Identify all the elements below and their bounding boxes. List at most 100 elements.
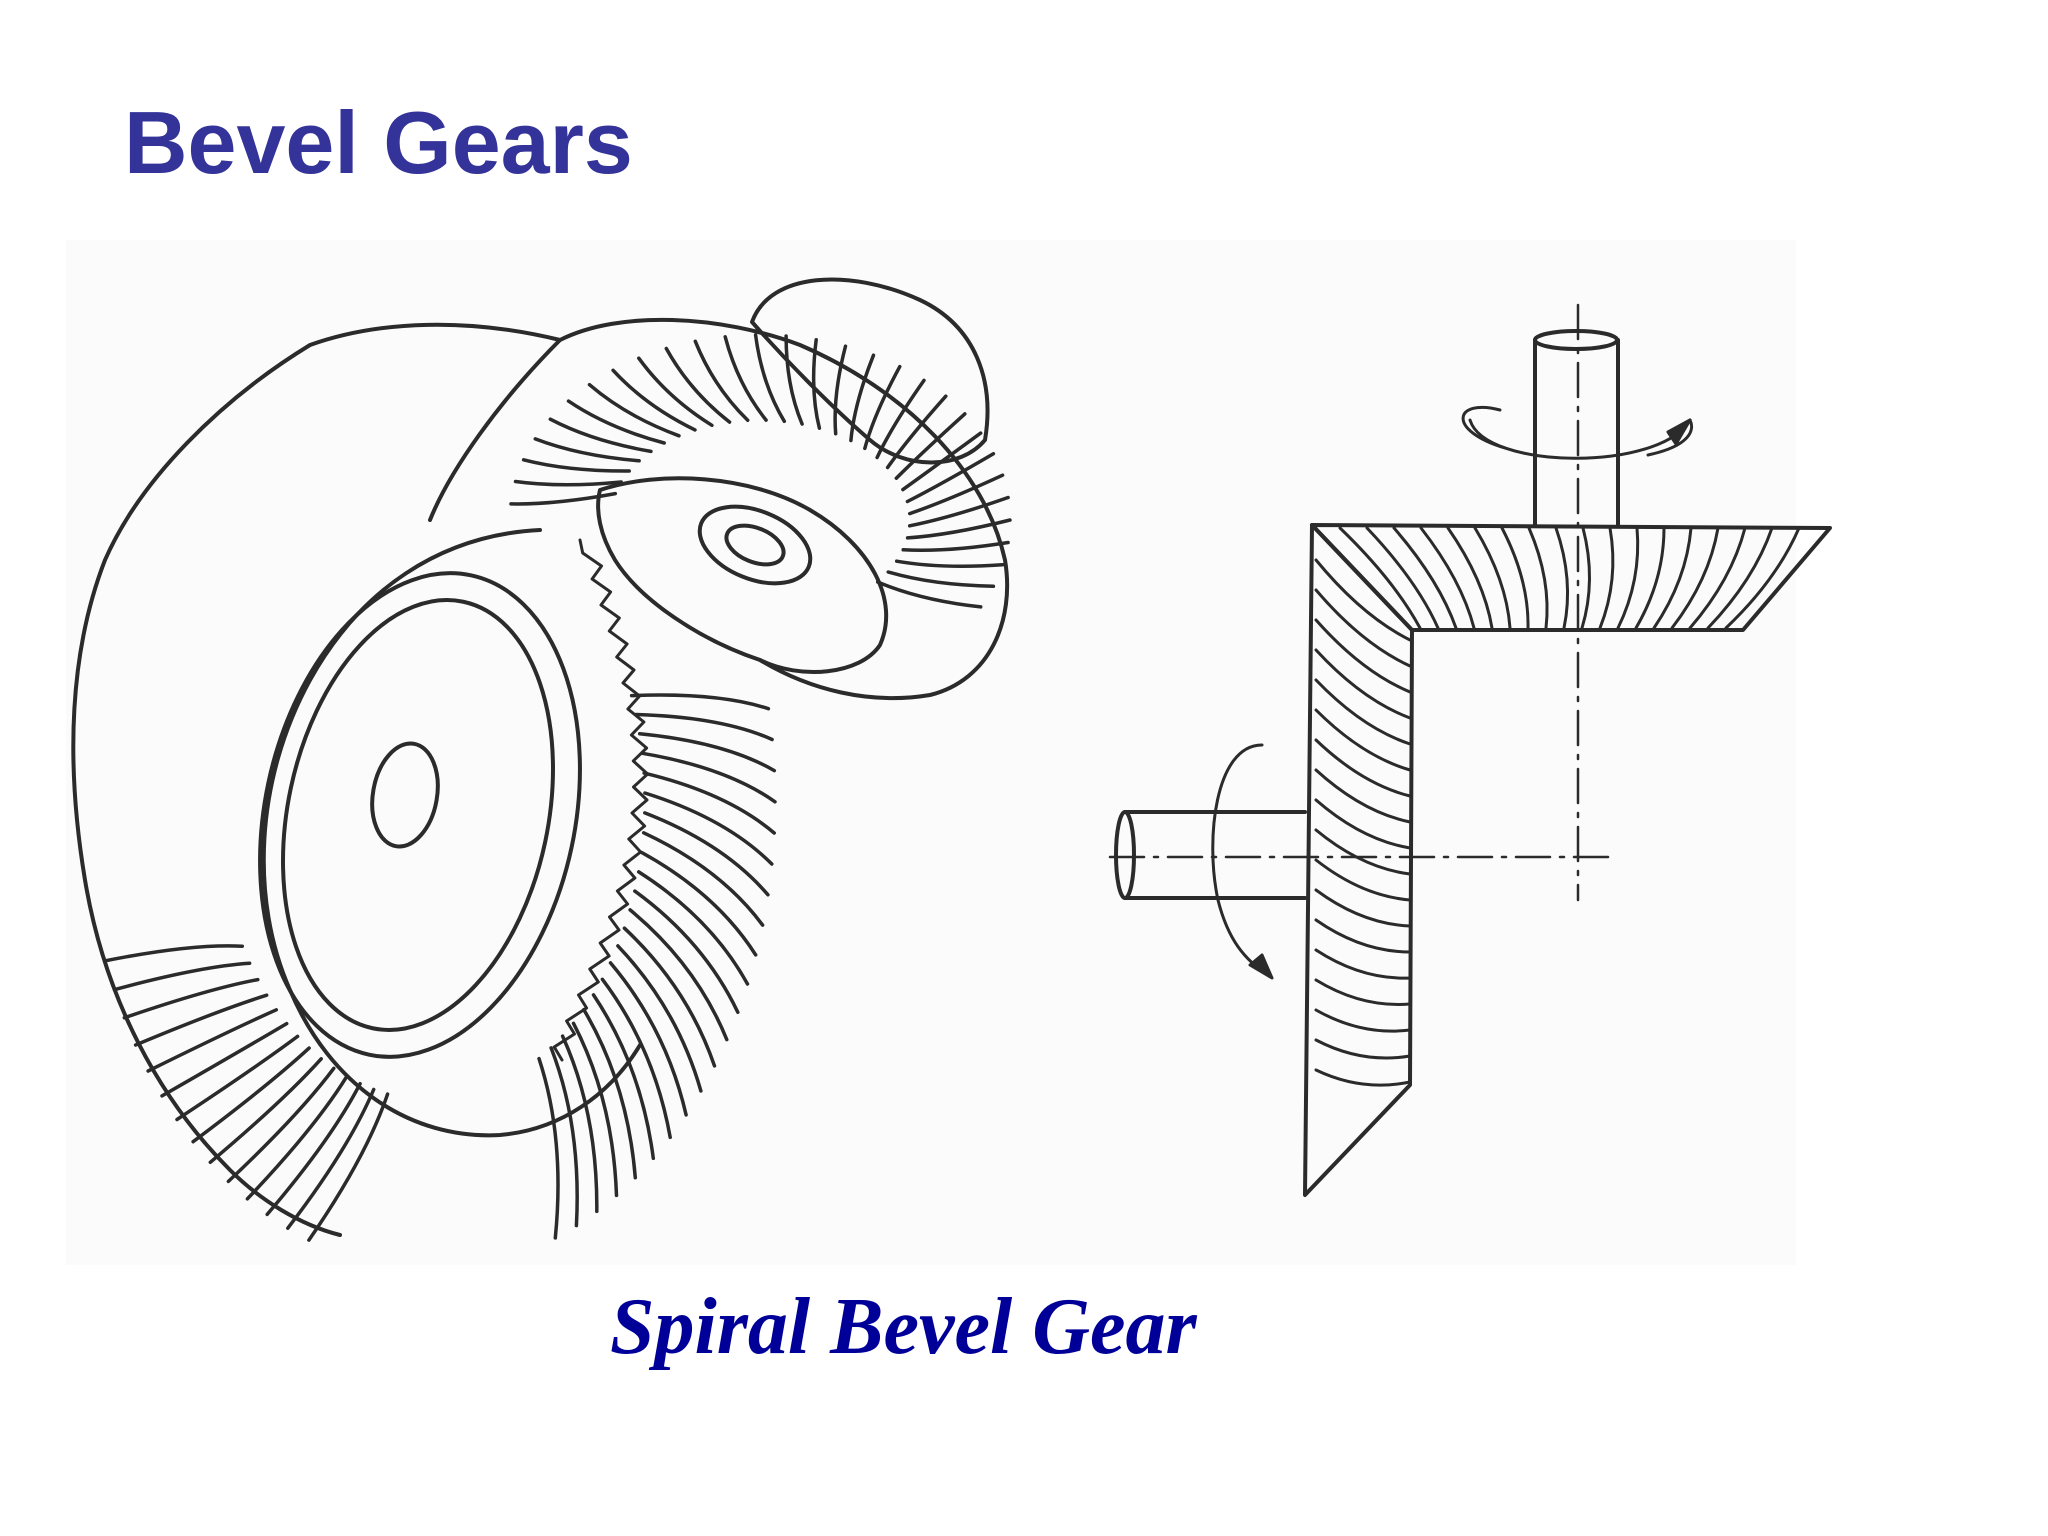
pinion-tooth <box>907 495 1010 528</box>
pinion-tooth <box>587 382 681 438</box>
pinion-tooth <box>753 333 787 424</box>
hatch-line <box>1314 648 1412 720</box>
crown-tooth <box>537 1056 560 1240</box>
crown-tooth <box>112 961 252 992</box>
hatch-line <box>1500 526 1530 630</box>
crown-tooth <box>265 1081 362 1217</box>
crown-tooth <box>560 1034 599 1214</box>
crown-tooth <box>286 1087 376 1230</box>
crown-outer-rim <box>71 322 562 1237</box>
pinion-tooth <box>521 458 631 473</box>
hatch-line <box>1419 526 1476 630</box>
crown-tooth <box>191 1046 311 1144</box>
crown-tooth <box>640 751 777 804</box>
crown-tooth <box>226 1066 336 1184</box>
pinion-tooth <box>548 417 653 454</box>
bevel-section-schematic <box>1108 303 1832 1197</box>
crown-tooth <box>104 944 245 963</box>
crown-tooth <box>600 977 672 1140</box>
hatch-line <box>1314 918 1412 954</box>
hatch-line <box>1314 798 1412 850</box>
hatch-line <box>1554 526 1570 630</box>
hatch-line <box>1314 708 1412 772</box>
hatch-line <box>1314 948 1412 980</box>
pinion-tooth <box>833 344 848 436</box>
hatch-line <box>1314 828 1412 876</box>
pinion-tooth <box>566 399 666 445</box>
hatch-line <box>1580 526 1591 630</box>
hatch-line <box>1314 618 1412 694</box>
hatch-line <box>1314 978 1412 1006</box>
pinion-tooth <box>875 580 983 609</box>
hatch-line <box>1314 858 1412 902</box>
pinion-tooth <box>907 473 1005 516</box>
crown-face-outer <box>258 571 582 1059</box>
crown-tooth <box>608 961 688 1117</box>
crown-tooth <box>643 791 774 866</box>
pinion-tooth <box>509 491 618 506</box>
crown-tooth <box>591 993 656 1161</box>
pinion-tooth <box>637 356 714 428</box>
pinion-tooth <box>901 431 983 492</box>
crown-tooth <box>245 1074 349 1201</box>
pinion-tooth <box>905 518 1012 540</box>
hatch-line <box>1706 526 1774 630</box>
pinion-tooth <box>894 412 967 480</box>
hatch-line <box>1314 1008 1412 1033</box>
hatch-line <box>1724 526 1801 630</box>
crown-tooth <box>616 944 703 1093</box>
crown-tooth <box>643 811 770 897</box>
hatch-line <box>1314 588 1412 668</box>
crown-tooth <box>637 732 777 773</box>
horizontal-gear-section <box>1310 523 1832 632</box>
crown-tooth <box>146 1008 279 1073</box>
pinion-tooth <box>875 378 926 460</box>
crown-tooth <box>307 1092 390 1242</box>
pinion-tooth <box>664 346 732 424</box>
crown-tooth <box>639 850 758 957</box>
slide-title: Bevel Gears <box>124 93 633 192</box>
hatch-line <box>1365 526 1440 630</box>
hatch-line <box>1314 888 1412 928</box>
vertical-shaft <box>1533 329 1620 527</box>
vertical-gear-section <box>1303 523 1414 1197</box>
hatch-line <box>1314 1068 1412 1087</box>
hatch-line <box>1314 1038 1412 1060</box>
hatch-line <box>1634 526 1666 630</box>
crown-serration-edge <box>552 538 650 1062</box>
crown-tooth <box>629 693 771 711</box>
pinion-tooth <box>513 479 623 487</box>
vertical-rotation-arrow <box>1461 405 1694 460</box>
pinion-tooth <box>901 540 1010 553</box>
crown-tooth <box>549 1046 579 1228</box>
pinion-tooth <box>533 437 641 463</box>
pinion-tooth <box>885 394 948 470</box>
crown-bore <box>370 741 440 849</box>
pinion-tooth <box>811 337 822 430</box>
crown-tooth <box>122 977 260 1020</box>
hatch-line <box>1598 526 1615 630</box>
hatch-line <box>1392 526 1458 630</box>
crown-gear <box>71 322 777 1242</box>
hatch-line <box>1314 678 1412 746</box>
crown-tooth <box>175 1034 300 1122</box>
crown-tooth <box>642 771 776 835</box>
gear-pair-perspective <box>71 277 1012 1242</box>
pinion-tooth <box>849 353 876 443</box>
pinion-tooth <box>693 339 750 423</box>
hatch-line <box>1527 526 1549 630</box>
hatch-line <box>1473 526 1512 630</box>
crown-face-inner <box>281 598 555 1032</box>
pinion-tooth <box>784 334 804 426</box>
hatch-line <box>1616 526 1640 630</box>
pinion-tooth <box>886 570 996 589</box>
pinion-tooth <box>863 364 902 451</box>
hatch-line <box>1688 526 1747 630</box>
crown-tooth <box>160 1021 289 1098</box>
pinion-bore <box>697 504 813 586</box>
crown-tooth <box>634 712 774 742</box>
crown-tooth <box>628 908 729 1042</box>
hatch-line <box>1314 768 1412 824</box>
crown-tooth <box>633 889 740 1015</box>
